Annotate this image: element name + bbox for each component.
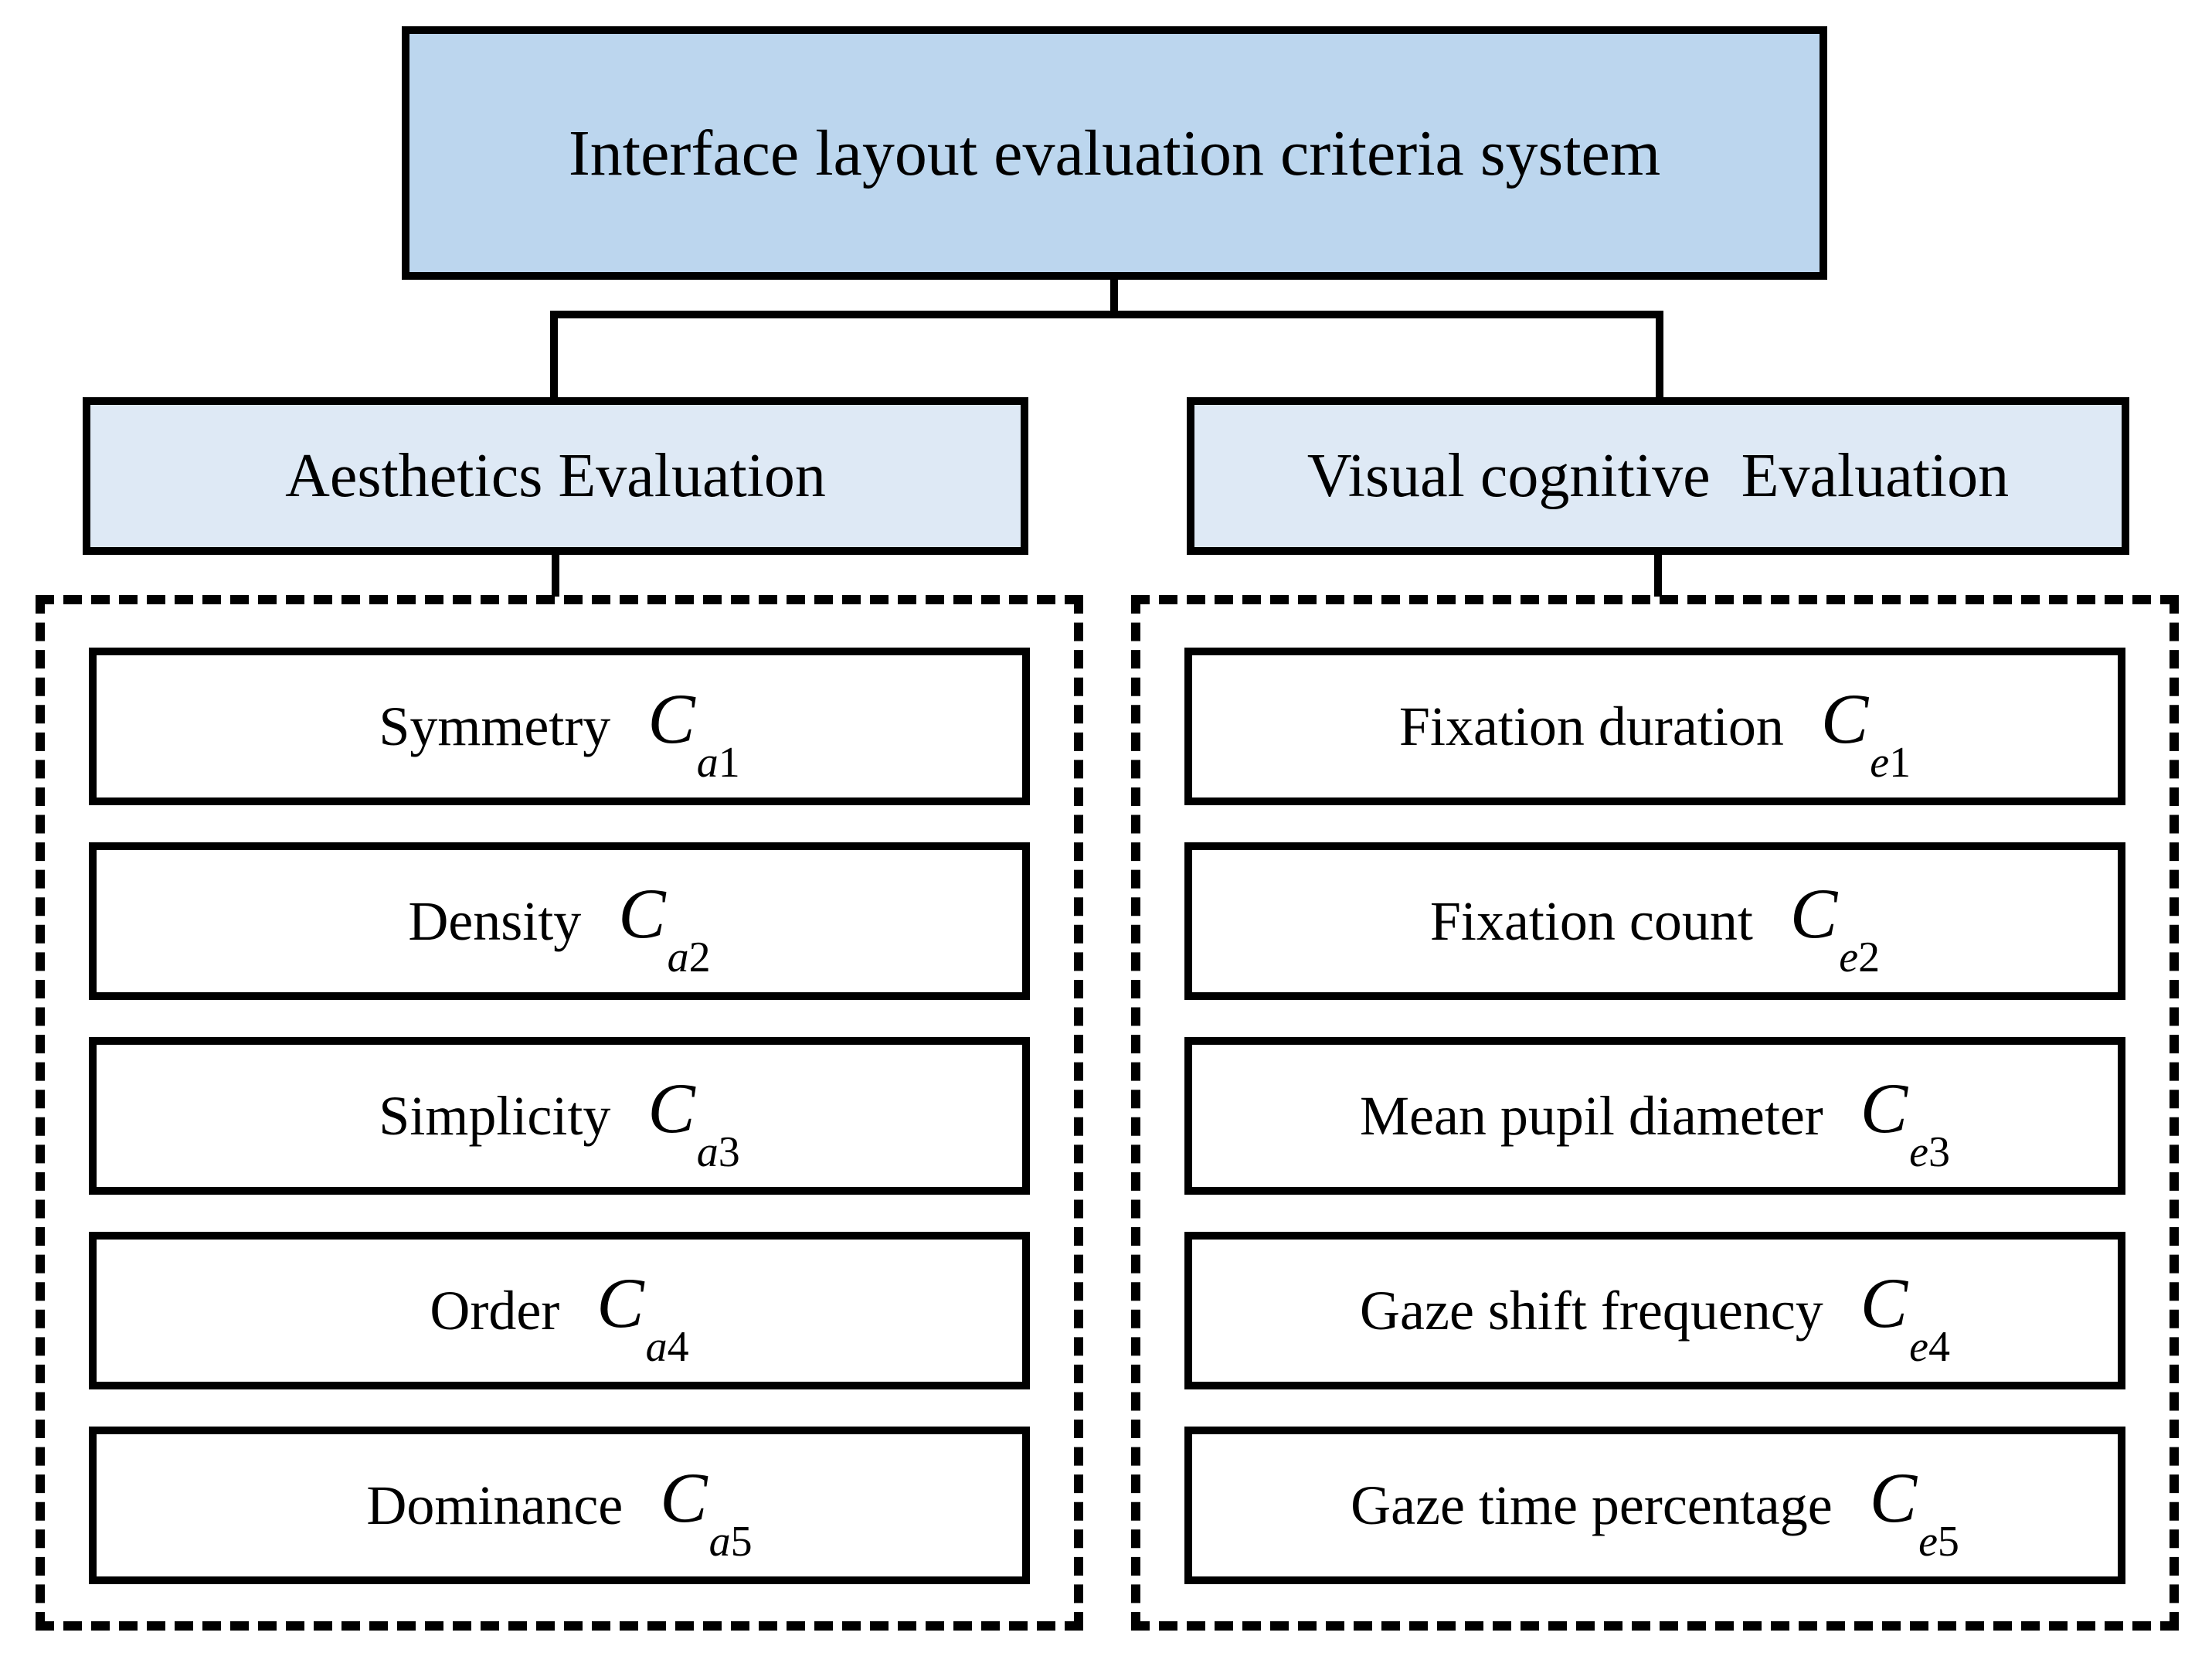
branch-visual-cognitive-label: Visual cognitive Evaluation [1306, 441, 2010, 510]
connector-drop-right [1656, 311, 1663, 400]
code-subscript: e3 [1909, 1128, 1951, 1176]
visual-cognitive-criteria-group: Fixation duration Ce1 Fixation count Ce2… [1131, 595, 2179, 1631]
code-letter: C [596, 1263, 644, 1342]
item-label: Density [408, 889, 582, 952]
connector-horizontal [550, 311, 1663, 318]
item-gaze-time-percentage: Gaze time percentage Ce5 [1184, 1427, 2125, 1584]
code-subscript: a1 [696, 739, 740, 787]
item-label: Gaze time percentage [1351, 1474, 1833, 1536]
connector-root-stub [1110, 280, 1118, 315]
item-label: Dominance [366, 1474, 624, 1536]
item-code: Ca1 [647, 678, 739, 787]
aesthetics-criteria-group: Symmetry Ca1 Density Ca2 Simplicity Ca3 … [36, 595, 1083, 1631]
item-label: Fixation count [1429, 889, 1753, 952]
item-simplicity: Simplicity Ca3 [89, 1037, 1030, 1195]
code-letter: C [1860, 1263, 1908, 1342]
item-code: Ca4 [596, 1262, 688, 1371]
code-subscript: a4 [645, 1323, 689, 1371]
item-label: Symmetry [379, 695, 611, 757]
item-code: Ce4 [1860, 1262, 1950, 1371]
code-subscript: e5 [1918, 1518, 1959, 1566]
branch-aesthetics-label: Aesthetics Evaluation [285, 441, 826, 510]
connector-drop-left [550, 311, 558, 400]
item-code: Ce5 [1869, 1457, 1959, 1566]
item-code: Ce3 [1860, 1067, 1950, 1176]
connector-branch-left-stub [552, 555, 559, 597]
item-label: Order [430, 1279, 560, 1342]
code-letter: C [618, 874, 666, 953]
connector-branch-right-stub [1654, 555, 1662, 597]
root-node-label: Interface layout evaluation criteria sys… [568, 117, 1661, 189]
item-fixation-count: Fixation count Ce2 [1184, 842, 2125, 1000]
item-code: Ca3 [647, 1067, 739, 1176]
branch-node-visual-cognitive: Visual cognitive Evaluation [1187, 397, 2129, 555]
item-code: Ce1 [1820, 678, 1911, 787]
code-subscript: e2 [1839, 934, 1881, 981]
code-letter: C [1789, 874, 1838, 953]
item-dominance: Dominance Ca5 [89, 1427, 1030, 1584]
item-order: Order Ca4 [89, 1232, 1030, 1389]
code-letter: C [647, 1069, 695, 1148]
item-code: Ca5 [660, 1457, 752, 1566]
code-letter: C [1820, 679, 1869, 758]
code-letter: C [660, 1458, 708, 1537]
branch-node-aesthetics: Aesthetics Evaluation [83, 397, 1028, 555]
item-label: Fixation duration [1398, 695, 1784, 757]
code-subscript: a3 [696, 1128, 740, 1176]
root-node: Interface layout evaluation criteria sys… [402, 26, 1827, 280]
item-gaze-shift-frequency: Gaze shift frequency Ce4 [1184, 1232, 2125, 1389]
code-letter: C [1860, 1069, 1908, 1148]
code-subscript: a5 [708, 1518, 753, 1566]
item-label: Gaze shift frequency [1360, 1279, 1823, 1342]
item-symmetry: Symmetry Ca1 [89, 648, 1030, 805]
item-density: Density Ca2 [89, 842, 1030, 1000]
item-fixation-duration: Fixation duration Ce1 [1184, 648, 2125, 805]
item-label: Simplicity [379, 1084, 611, 1147]
item-mean-pupil-diameter: Mean pupil diameter Ce3 [1184, 1037, 2125, 1195]
code-subscript: a2 [667, 934, 711, 981]
item-code: Ca2 [618, 872, 710, 981]
item-code: Ce2 [1789, 872, 1880, 981]
code-letter: C [647, 679, 695, 758]
code-subscript: e4 [1909, 1323, 1950, 1371]
code-subscript: e1 [1870, 739, 1911, 787]
item-label: Mean pupil diameter [1359, 1084, 1823, 1147]
code-letter: C [1869, 1458, 1918, 1537]
